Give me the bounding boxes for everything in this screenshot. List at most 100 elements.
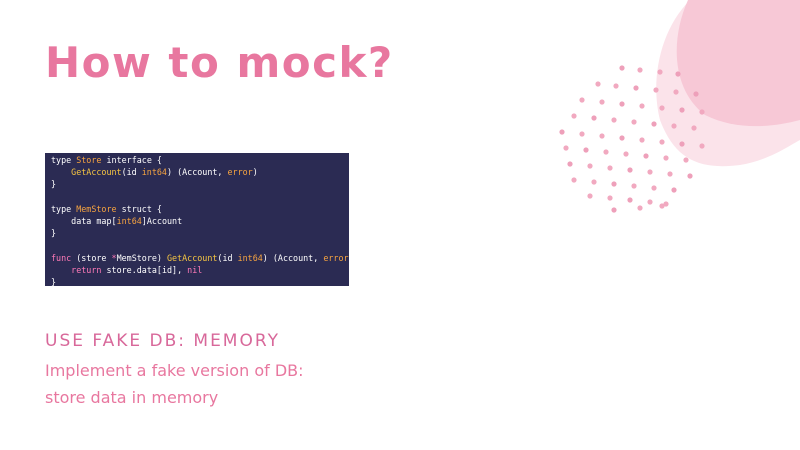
body-text: Implement a fake version of DB: store da… [45,357,345,411]
decorative-dot [579,131,585,137]
code-token: MemStore [76,203,117,214]
decorative-dot [587,193,593,199]
code-line [51,191,349,203]
decorative-dot [675,71,681,77]
decorative-dot [643,153,649,159]
code-token: ) [252,167,258,178]
decorative-dot [663,201,669,207]
decorative-dot [583,147,589,153]
code-token: GetAccount [166,252,218,263]
decorative-dot [627,197,633,203]
decorative-dot [693,91,699,97]
code-token: } [51,228,57,239]
code-token: nil [187,264,203,275]
code-token: MemStore) [116,252,167,263]
code-token: Store [76,155,102,165]
code-line: GetAccount(id int64) (Account, error) [51,166,349,178]
decorative-dot [637,67,643,73]
decorative-dot [623,151,629,157]
decorative-dot [619,101,625,107]
decorative-dot [607,195,613,201]
code-line: type MemStore struct { [51,203,349,215]
decorative-dot [579,97,585,103]
decorative-dot [653,87,659,93]
decorative-dot [595,81,601,87]
decorative-dot [699,109,705,115]
decorative-dot [631,119,637,125]
decorative-dot [667,171,673,177]
code-token: (id [217,252,238,263]
code-line: func (store *MemStore) GetAccount(id int… [51,252,349,264]
code-token: int64 [116,215,142,226]
code-line: } [51,276,349,286]
code-token: ]Account [141,215,183,226]
decorative-dot [563,145,569,151]
decorative-dot [591,179,597,185]
decorative-dot [599,99,605,105]
decorative-dot [599,133,605,139]
decorative-dot [639,103,645,109]
decorative-dot [587,163,593,169]
decorative-dot [647,199,653,205]
decorative-dot [683,157,689,163]
code-token: data map[ [51,215,117,226]
code-token: type [51,203,77,214]
code-token: func [51,252,72,263]
code-token: int64 [141,167,167,178]
decorative-dot [659,139,665,145]
code-token: store.data[id], [101,264,188,275]
decorative-dot [647,169,653,175]
decorative-dot [613,83,619,89]
code-token: ) (Account, [166,167,228,178]
decorative-dot [627,167,633,173]
code-line: return store.data[id], nil [51,264,349,276]
decorative-dot [687,173,693,179]
dot-pattern [559,65,705,213]
code-token: (id [121,167,142,178]
decorative-dot [591,115,597,121]
decorative-dot [631,183,637,189]
decorative-dot [699,143,705,149]
code-token: ) (Account, [262,252,324,263]
decorative-dot [671,123,677,129]
code-token: int64 [237,252,263,263]
decorative-dot [671,187,677,193]
decorative-dot [659,203,665,209]
decorative-dot [611,207,617,213]
code-line: } [51,227,349,239]
decorative-dot [567,161,573,167]
decorative-dot [571,177,577,183]
body-line: Implement a fake version of DB: [45,361,304,380]
code-token: return [71,264,102,275]
decorative-dot [663,155,669,161]
decorative-dot [651,185,657,191]
code-line: type Store interface { [51,154,349,166]
blob-front-shape [676,0,800,127]
code-token: GetAccount [71,167,122,178]
decorative-dot [633,85,639,91]
decorative-dot [673,89,679,95]
code-token: error [323,252,349,263]
decorative-dot [619,135,625,141]
decorative-dot [571,113,577,119]
decorative-dot [657,69,663,75]
decorative-dot [637,205,643,211]
code-token: } [51,179,57,190]
code-token [51,265,71,275]
code-token: interface { [101,155,162,165]
code-token: error [227,167,253,178]
decorative-dot [639,137,645,143]
decorative-dot [603,149,609,155]
decorative-dot [679,141,685,147]
blob-back-shape [656,0,800,167]
decorative-dot [559,129,565,135]
code-token [51,167,71,177]
section-subheading: USE FAKE DB: MEMORY [45,331,280,351]
decorative-dot [679,107,685,113]
code-token: * [111,252,117,263]
decorative-dot [691,125,697,131]
decorative-dot [659,105,665,111]
code-line: data map[int64]Account [51,215,349,227]
code-token: } [51,276,57,286]
slide-title: How to mock? [45,38,394,87]
